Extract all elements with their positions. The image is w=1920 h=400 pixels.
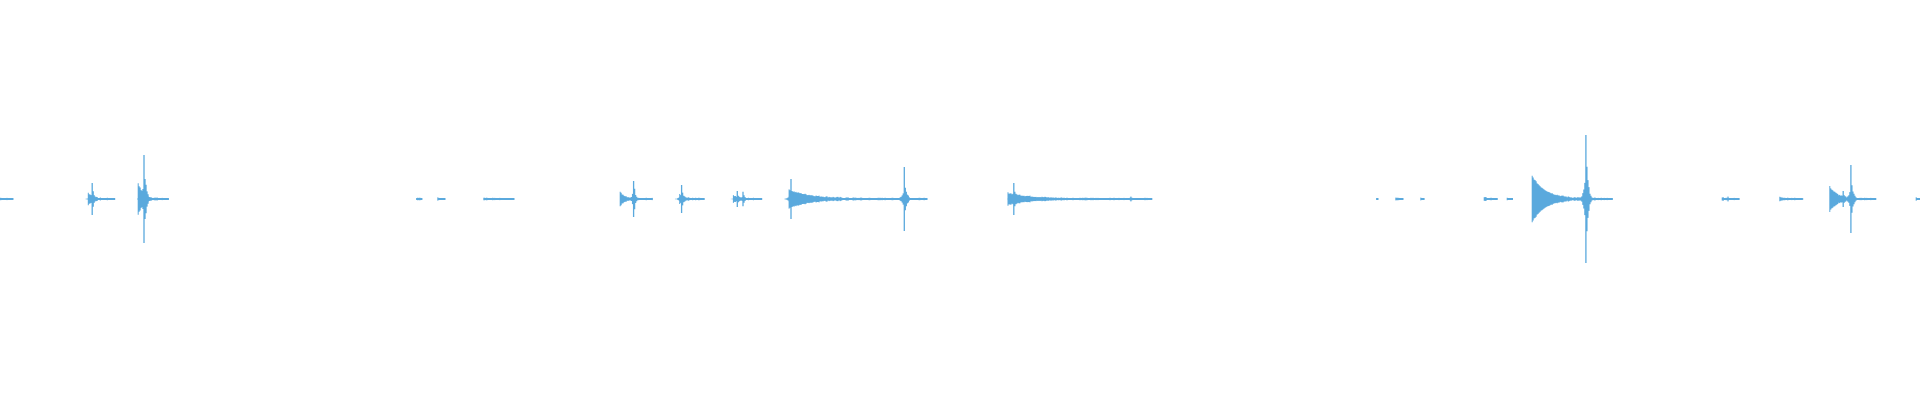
- waveform-texture: [1779, 196, 1804, 202]
- waveform-texture: [437, 197, 446, 201]
- waveform-spike: [784, 179, 798, 219]
- waveform-spike: [1722, 196, 1735, 202]
- waveform-spike: [674, 185, 689, 213]
- waveform-texture: [0, 197, 14, 201]
- waveform-texture: [1483, 197, 1498, 201]
- waveform-spike: [736, 191, 750, 207]
- waveform-texture: [1420, 197, 1425, 201]
- waveform-spike: [137, 155, 151, 243]
- waveform-texture: [1376, 198, 1379, 200]
- waveform-spike: [1126, 196, 1138, 202]
- waveform-spike: [897, 167, 911, 231]
- waveform-spike: [1579, 135, 1593, 263]
- waveform-spike: [1007, 183, 1021, 215]
- waveform-spike: [85, 183, 99, 215]
- waveform-texture: [416, 197, 423, 201]
- waveform-spike: [626, 181, 641, 217]
- waveform-texture: [1915, 197, 1920, 201]
- waveform-texture: [483, 197, 515, 201]
- waveform-texture: [1395, 197, 1404, 201]
- waveform-spike: [1844, 165, 1858, 233]
- waveform-texture: [1506, 197, 1513, 201]
- waveform-spikes: [85, 135, 1858, 263]
